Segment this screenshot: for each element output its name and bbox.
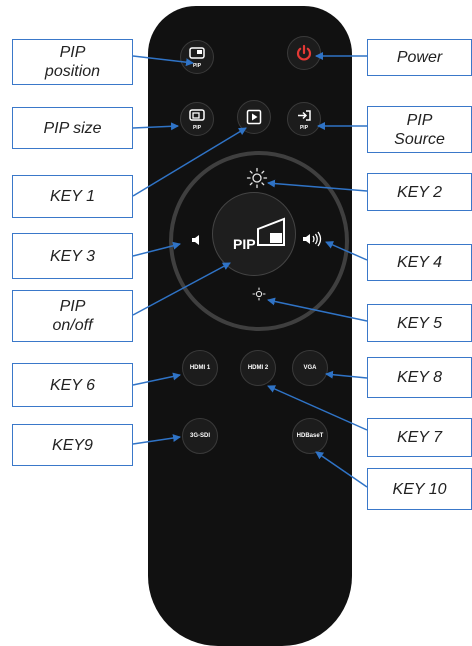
sun-large-icon bbox=[246, 167, 268, 189]
label-key10: KEY 10 bbox=[367, 468, 472, 510]
pip-size-button[interactable]: PIP bbox=[180, 102, 214, 136]
hdmi1-button[interactable]: HDMI 1 bbox=[182, 350, 218, 386]
label-key7: KEY 7 bbox=[367, 418, 472, 457]
arrow-key4 bbox=[325, 241, 368, 261]
label-key6: KEY 6 bbox=[12, 363, 133, 407]
label-key4: KEY 4 bbox=[367, 244, 472, 281]
arrow-key6 bbox=[132, 372, 181, 386]
hdbaset-button[interactable]: HDBaseT bbox=[292, 418, 328, 454]
label-key3: KEY 3 bbox=[12, 233, 133, 279]
input-source-icon bbox=[298, 110, 311, 121]
pip-source-sublabel: PIP bbox=[299, 125, 309, 131]
pip-onoff-text: PIP bbox=[233, 236, 256, 252]
arrow-key2 bbox=[267, 179, 368, 192]
label-pip-onoff: PIP on/off bbox=[12, 290, 133, 342]
arrow-key9 bbox=[132, 434, 181, 445]
pip-source-button[interactable]: PIP bbox=[287, 102, 321, 136]
pip-position-button[interactable]: PIP bbox=[180, 40, 214, 74]
label-pip-size: PIP size bbox=[12, 107, 133, 149]
volume-down-button[interactable] bbox=[190, 232, 206, 248]
label-key9: KEY9 bbox=[12, 424, 133, 466]
label-power: Power bbox=[367, 39, 472, 76]
dpad-ring[interactable] bbox=[169, 151, 349, 331]
label-pip-source: PIP Source bbox=[367, 106, 472, 153]
vga-button[interactable]: VGA bbox=[292, 350, 328, 386]
pip-window-icon bbox=[257, 217, 285, 246]
brightness-down-button[interactable] bbox=[252, 287, 266, 301]
arrow-key3 bbox=[132, 241, 181, 257]
speaker-icon bbox=[192, 235, 199, 245]
arrow-pip-position bbox=[132, 55, 194, 67]
arrow-pip-size bbox=[132, 122, 179, 131]
play-icon bbox=[246, 109, 262, 125]
sun-small-icon bbox=[252, 287, 266, 301]
brightness-up-button[interactable] bbox=[246, 167, 268, 189]
label-pip-position: PIP position bbox=[12, 39, 133, 85]
arrow-key8 bbox=[325, 370, 368, 379]
label-key5: KEY 5 bbox=[367, 304, 472, 342]
3g-sdi-button[interactable]: 3G-SDI bbox=[182, 418, 218, 454]
pip-size-sublabel: PIP bbox=[192, 125, 202, 131]
arrow-key1 bbox=[132, 127, 247, 197]
pip-size-icon bbox=[189, 109, 205, 121]
pip-position-icon bbox=[189, 47, 205, 59]
hdmi2-button[interactable]: HDMI 2 bbox=[240, 350, 276, 386]
arrow-key7 bbox=[267, 385, 368, 431]
label-key8: KEY 8 bbox=[367, 357, 472, 398]
volume-up-button[interactable] bbox=[301, 230, 323, 248]
speaker-loud-icon bbox=[303, 231, 322, 247]
power-icon bbox=[296, 44, 312, 61]
pip-position-sublabel: PIP bbox=[192, 63, 202, 69]
key1-button[interactable] bbox=[237, 100, 271, 134]
arrow-key10 bbox=[315, 451, 368, 488]
label-key1: KEY 1 bbox=[12, 175, 133, 218]
arrow-pip-onoff bbox=[132, 262, 231, 316]
arrow-key5 bbox=[267, 297, 368, 322]
label-key2: KEY 2 bbox=[367, 173, 472, 211]
